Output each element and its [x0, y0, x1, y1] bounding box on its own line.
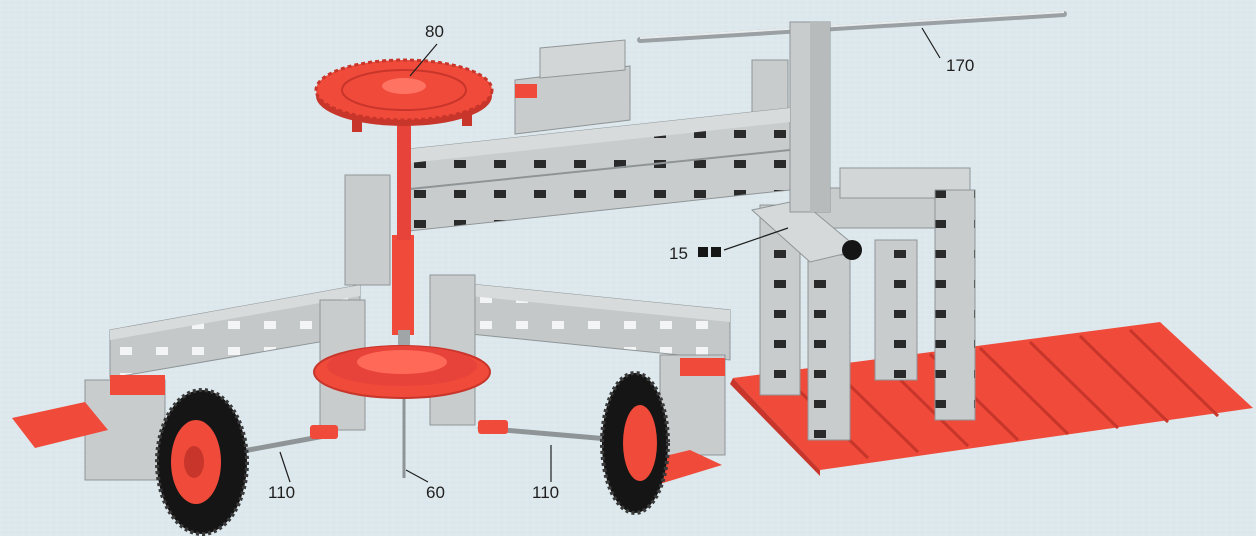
- gear-callout-label: 80: [425, 22, 444, 41]
- axle-clips: [310, 420, 508, 439]
- left-wheel: [155, 388, 249, 536]
- bracket-callout-label: 15: [669, 244, 688, 263]
- right-axle-callout-label: 110: [532, 483, 560, 502]
- axles: [202, 425, 623, 461]
- left-chassis: [12, 284, 366, 481]
- top-post-and-axle: [637, 11, 1067, 213]
- right-wheel: [600, 371, 670, 515]
- center-axle-callout-label: 60: [426, 483, 445, 502]
- main-beam: [399, 39, 791, 233]
- quantity-symbol-icon: [698, 247, 721, 257]
- central-column: [313, 110, 491, 478]
- top-axle-callout-label: 170: [946, 56, 975, 75]
- left-axle-callout-label: 110: [268, 483, 296, 502]
- leader-lines: [279, 27, 941, 483]
- red-gear: [314, 58, 494, 132]
